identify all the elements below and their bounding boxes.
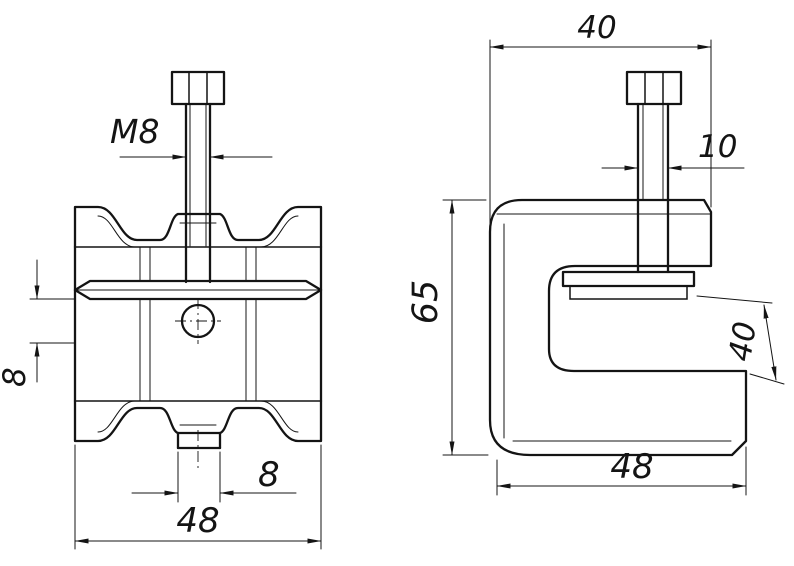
side-view: 40 10 65 40 48 <box>406 10 785 496</box>
clamp-body-top <box>73 205 323 249</box>
dim-base-width-label: 48 <box>610 447 653 487</box>
dim-overall-width: 48 <box>74 444 322 550</box>
dim-jaw-opening-label: 40 <box>722 319 764 364</box>
bolt-head-side <box>625 70 683 106</box>
dim-rod-diameter-label: 10 <box>698 129 737 165</box>
hole <box>175 298 221 344</box>
front-view: M8 8 8 48 <box>0 70 323 550</box>
clamp-pad-side <box>561 270 696 300</box>
bolt-shank-side <box>636 102 670 274</box>
bottom-tab <box>176 430 222 468</box>
dim-overall-height-label: 65 <box>406 280 446 325</box>
dim-tab-width: 8 <box>131 451 297 503</box>
dim-overall-height: 65 <box>406 199 489 456</box>
dim-pad-to-hole-label: 8 <box>0 367 33 387</box>
dim-base-width: 48 <box>496 446 747 496</box>
clamp-body-bottom <box>73 399 323 443</box>
dim-overall-width-label: 48 <box>176 501 219 541</box>
dim-tab-width-label: 8 <box>258 455 280 495</box>
dim-jaw-opening: 40 <box>696 295 785 385</box>
dim-thread: M8 <box>110 112 273 160</box>
bolt-shank <box>184 102 212 284</box>
dim-top-width-label: 40 <box>577 10 616 46</box>
clamp-body-side <box>488 198 748 457</box>
dim-rod-diameter: 10 <box>601 129 745 171</box>
dim-pad-to-hole: 8 <box>0 259 76 387</box>
dim-thread-label: M8 <box>110 112 159 151</box>
bolt-head <box>170 70 226 106</box>
dim-top-width: 40 <box>489 10 712 226</box>
clamp-body-walls <box>73 245 323 403</box>
clamp-pad-front <box>73 279 323 301</box>
